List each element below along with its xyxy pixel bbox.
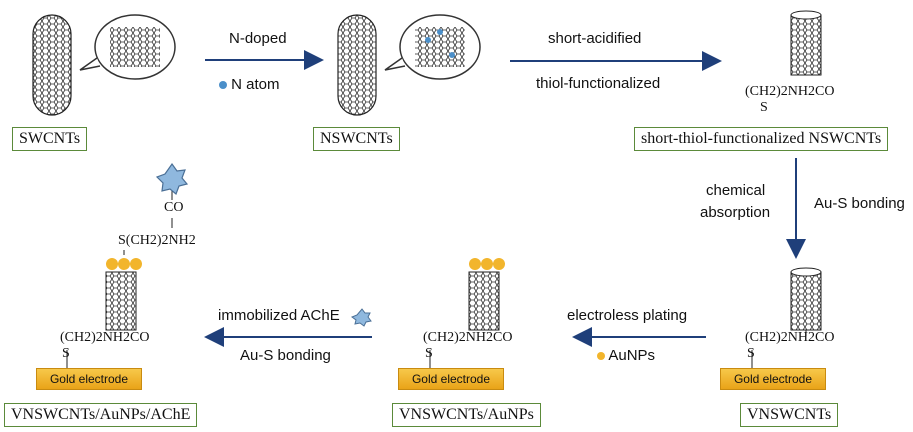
text-chemical: chemical <box>706 182 766 199</box>
chem-sulfur-vnswcnt: S <box>747 346 755 361</box>
chem-top-linker: S(CH2)2NH2 <box>118 233 196 248</box>
label-nswcnts: NSWCNTs <box>313 127 400 151</box>
text-n-atom: N atom <box>231 76 280 93</box>
gold-electrode-ache: Gold electrode <box>36 368 142 390</box>
chem-sulfur-top: S <box>760 100 768 115</box>
graphene-bubble-icon <box>79 14 176 80</box>
text-immobilized-ache: immobilized AChE <box>218 307 340 324</box>
text-aunps: AuNPs <box>608 347 656 364</box>
text-thiol-functionalized: thiol-functionalized <box>536 75 661 92</box>
aunp-icon <box>597 352 605 360</box>
text-au-s-bonding: Au-S bonding <box>240 347 331 364</box>
enzyme-large-icon <box>155 162 189 196</box>
chem-linker-top: (CH2)2NH2CO <box>745 84 835 99</box>
gold-electrode-vnswcnt: Gold electrode <box>720 368 826 390</box>
chem-linker-aunp: (CH2)2NH2CO <box>423 330 513 345</box>
n-doped-bubble-icon <box>384 14 481 80</box>
aunp-tube-icon <box>429 258 505 368</box>
ache-tube-icon <box>66 190 173 368</box>
aunps-legend: AuNPs <box>597 347 655 364</box>
chem-sulfur-aunp: S <box>425 346 433 361</box>
enzyme-small-icon <box>350 308 372 327</box>
vnswcnt-tube-icon <box>751 267 822 368</box>
chem-sulfur-ache: S <box>62 346 70 361</box>
label-vnswcnts-aunps: VNSWCNTs/AuNPs <box>392 403 541 427</box>
n-atom-icon <box>219 81 227 89</box>
label-vnswcnts-aunps-ache: VNSWCNTs/AuNPs/AChE <box>4 403 198 427</box>
chem-co: CO <box>164 200 184 215</box>
short-nswcnt-tube-icon <box>790 10 822 76</box>
text-short-acidified: short-acidified <box>548 30 642 47</box>
swcnt-tube-icon <box>32 14 72 116</box>
text-absorption: absorption <box>700 204 771 221</box>
text-au-s-bonding-vertical: Au-S bonding <box>814 195 905 212</box>
chem-linker-vnswcnt: (CH2)2NH2CO <box>745 330 835 345</box>
label-short-thiol-nswcnts: short-thiol-functionalized NSWCNTs <box>634 127 889 151</box>
text-n-doped: N-doped <box>229 30 287 47</box>
label-vnswcnts: VNSWCNTs <box>740 403 839 427</box>
label-swcnts: SWCNTs <box>12 127 88 151</box>
chem-linker-ache: (CH2)2NH2CO <box>60 330 150 345</box>
gold-electrode-aunp: Gold electrode <box>398 368 504 390</box>
text-electroless-plating: electroless plating <box>567 307 688 324</box>
n-atom-legend: N atom <box>219 76 280 93</box>
nswcnt-tube-icon <box>337 14 377 116</box>
